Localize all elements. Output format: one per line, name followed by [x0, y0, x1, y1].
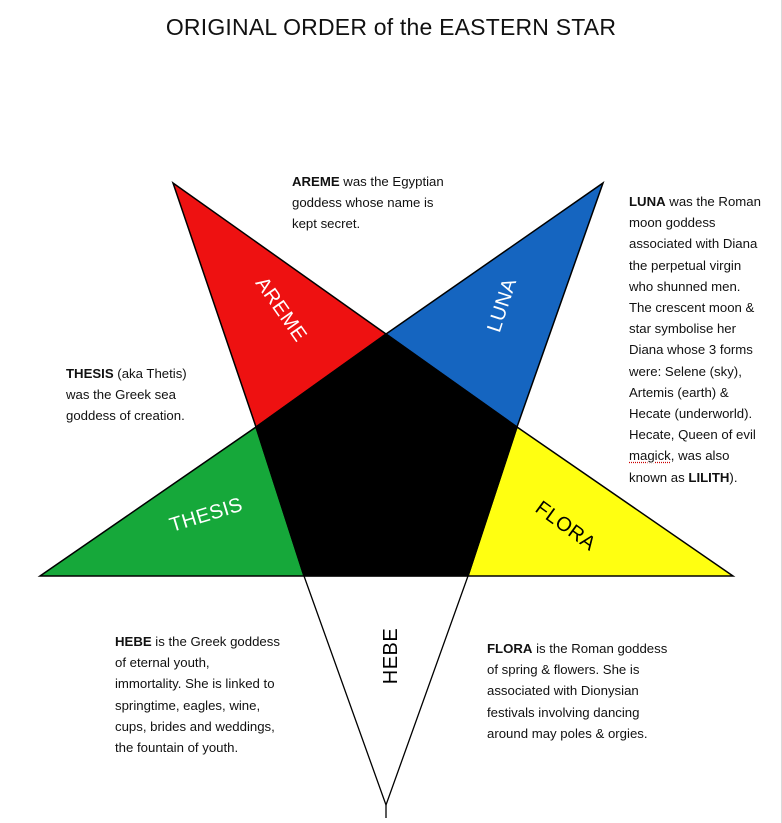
- areme-text-3: kept secret.: [292, 216, 361, 232]
- page-title: ORIGINAL ORDER of the EASTERN STAR: [165, 14, 617, 40]
- flora-text-2: of spring & flowers. She is: [487, 662, 640, 678]
- thesis-text-1: (aka Thetis): [113, 366, 187, 381]
- luna-text-9: were: Selene (sky),: [629, 363, 742, 379]
- hebe-text-2: of eternal youth,: [115, 655, 210, 671]
- luna-text-14-post: ).: [729, 469, 738, 485]
- luna-text-4: the perpetual virgin: [629, 257, 742, 273]
- hebe-name: HEBE: [115, 634, 152, 649]
- luna-text-12: Hecate, Queen of evil: [629, 427, 756, 443]
- luna-text-5: who shunned men.: [629, 278, 741, 294]
- hebe-text-5: cups, brides and weddings,: [115, 718, 275, 734]
- thesis-text-3: goddess of creation.: [66, 408, 185, 424]
- center-pentagon: [255, 333, 518, 577]
- luna-text-13: , was also: [670, 448, 730, 464]
- luna-text-3: associated with Diana: [629, 236, 758, 252]
- hebe-text-6: the fountain of youth.: [115, 740, 239, 756]
- hebe-text-4: springtime, eagles, wine,: [115, 697, 261, 713]
- flora-text-3: associated with Dionysian: [487, 683, 639, 699]
- luna-text-2: moon goddess: [629, 215, 716, 231]
- luna-text-1: was the Roman: [665, 194, 761, 209]
- luna-text-14-pre: known as: [629, 469, 689, 485]
- hebe-text-1: is the Greek goddess: [151, 634, 280, 649]
- hebe-point-label: HEBE: [380, 628, 402, 684]
- flora-text-5: around may poles & orgies.: [487, 725, 648, 741]
- luna-text-10: Artemis (earth) &: [629, 384, 729, 400]
- hebe-text-3: immortality. She is linked to: [115, 676, 275, 692]
- lilith-name: LILITH: [688, 469, 730, 485]
- areme-text-2: goddess whose name is: [292, 195, 434, 211]
- luna-text-7: star symbolise her: [629, 321, 737, 337]
- luna-text-8: Diana whose 3 forms: [629, 342, 753, 358]
- flora-description: FLORA is the Roman goddess of spring & f…: [487, 638, 687, 744]
- areme-description: AREME was the Egyptian goddess whose nam…: [292, 171, 482, 235]
- areme-name: AREME: [292, 174, 340, 189]
- flora-text-4: festivals involving dancing: [487, 704, 640, 720]
- thesis-description: THESIS (aka Thetis) was the Greek sea go…: [66, 363, 246, 427]
- flora-text-1: is the Roman goddess: [532, 641, 668, 656]
- luna-text-11: Hecate (underworld).: [629, 406, 753, 422]
- areme-text-1: was the Egyptian: [339, 174, 444, 189]
- luna-name: LUNA: [629, 194, 666, 209]
- luna-magick-word: magick: [629, 448, 671, 464]
- flora-name: FLORA: [487, 641, 533, 656]
- luna-description: LUNA was the Roman moon goddess associat…: [629, 191, 779, 488]
- thesis-text-2: was the Greek sea: [66, 387, 176, 403]
- thesis-name: THESIS: [66, 366, 114, 381]
- luna-text-6: The crescent moon &: [629, 300, 755, 316]
- hebe-point: [303, 575, 469, 807]
- hebe-description: HEBE is the Greek goddess of eternal you…: [115, 631, 315, 758]
